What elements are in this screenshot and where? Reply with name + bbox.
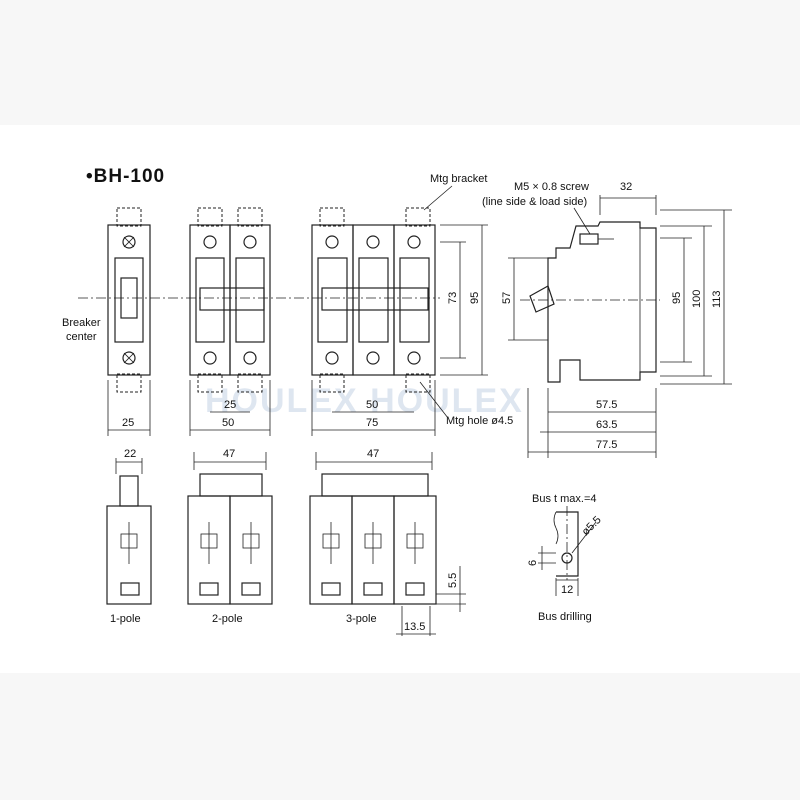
label-1pole: 1-pole bbox=[110, 613, 141, 625]
dim-77-5: 77.5 bbox=[596, 439, 617, 451]
side-view bbox=[520, 221, 660, 383]
breaker-center-label-1: Breaker bbox=[62, 317, 101, 329]
front-view-1pole bbox=[107, 207, 151, 393]
dim-25-2pole: 25 bbox=[224, 399, 236, 411]
watermark: HOULEX HOULEX bbox=[205, 382, 524, 420]
dim-32: 32 bbox=[620, 181, 632, 193]
mtg-bracket-label: Mtg bracket bbox=[430, 173, 487, 185]
label-2pole: 2-pole bbox=[212, 613, 243, 625]
bottom-view-2pole bbox=[187, 473, 273, 605]
drawing-sheet bbox=[0, 125, 800, 673]
bus-max-label: Bus t max.=4 bbox=[532, 493, 597, 505]
front-view-2pole bbox=[189, 207, 271, 393]
dim-25-1pole: 25 bbox=[122, 417, 134, 429]
mtg-hole-leader bbox=[419, 381, 449, 419]
dim-47-3pole: 47 bbox=[367, 448, 379, 460]
screw-label-2: (line side & load side) bbox=[482, 196, 587, 208]
dim-22: 22 bbox=[124, 448, 136, 460]
front-view-3pole bbox=[311, 207, 436, 393]
dim-73: 73 bbox=[447, 292, 459, 304]
dim-113: 113 bbox=[711, 290, 723, 308]
dim-57-5: 57.5 bbox=[596, 399, 617, 411]
dim-47-2pole: 47 bbox=[223, 448, 235, 460]
dim-50-2pole: 50 bbox=[222, 417, 234, 429]
dim-bus-6: 6 bbox=[527, 560, 539, 566]
dim-5-5: 5.5 bbox=[447, 573, 459, 588]
bus-drilling-label: Bus drilling bbox=[538, 611, 592, 623]
breaker-center-label-2: center bbox=[66, 331, 97, 343]
bus-drilling-view bbox=[553, 506, 597, 580]
dim-bus-hole: ø5.5 bbox=[580, 514, 604, 538]
dim-100: 100 bbox=[691, 290, 703, 308]
mtg-bracket-leader bbox=[423, 185, 453, 211]
dim-95-front: 95 bbox=[469, 292, 481, 304]
dim-75-3pole: 75 bbox=[366, 417, 378, 429]
bottom-view-1pole bbox=[106, 475, 152, 605]
model-title: •BH-100 bbox=[86, 166, 165, 187]
mtg-hole-label: Mtg hole ø4.5 bbox=[446, 415, 513, 427]
screw-leader bbox=[573, 207, 591, 235]
dim-95-side: 95 bbox=[671, 292, 683, 304]
screw-label-1: M5 × 0.8 screw bbox=[514, 181, 589, 193]
bottom-view-3pole bbox=[309, 473, 437, 605]
dim-50-3pole: 50 bbox=[366, 399, 378, 411]
dim-63-5: 63.5 bbox=[596, 419, 617, 431]
dim-13-5: 13.5 bbox=[404, 621, 425, 633]
dim-bus-12: 12 bbox=[561, 584, 573, 596]
dim-57: 57 bbox=[501, 292, 513, 304]
label-3pole: 3-pole bbox=[346, 613, 377, 625]
